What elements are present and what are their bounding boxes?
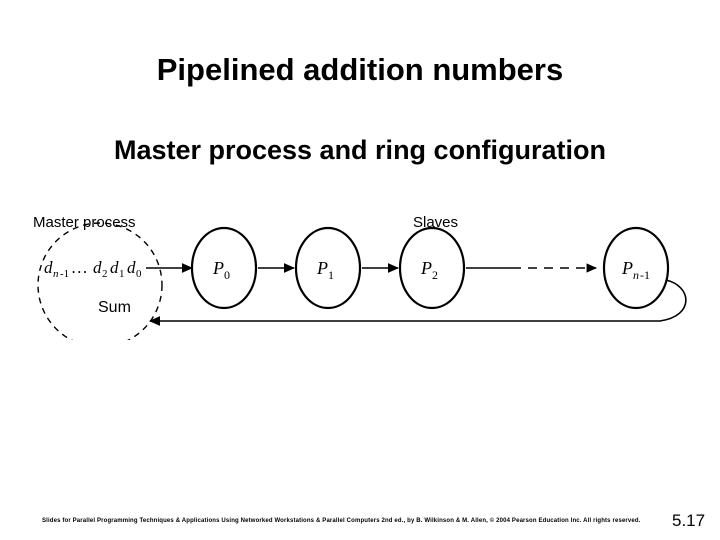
svg-text:P: P bbox=[316, 258, 328, 278]
svg-text:0: 0 bbox=[136, 268, 142, 280]
svg-text:0: 0 bbox=[224, 268, 230, 282]
return-path-pn1-to-master bbox=[148, 279, 687, 326]
svg-text:d: d bbox=[127, 258, 136, 277]
svg-text:2: 2 bbox=[432, 268, 438, 282]
process-node-pn-1: P n -1 bbox=[602, 226, 670, 310]
footer-credit-text: Slides for Parallel Programming Techniqu… bbox=[42, 518, 641, 524]
master-process-label: Master process bbox=[33, 214, 136, 231]
page-title: Pipelined addition numbers bbox=[156, 52, 564, 87]
ring-configuration-diagram: Master process Slaves d n -1 … d 2 d 1 d… bbox=[0, 190, 720, 340]
sum-label: Sum bbox=[98, 299, 131, 316]
svg-text:n: n bbox=[633, 268, 639, 282]
svg-text:1: 1 bbox=[328, 268, 334, 282]
svg-text:-1: -1 bbox=[640, 268, 650, 282]
svg-text:2: 2 bbox=[102, 268, 108, 280]
slaves-label: Slaves bbox=[413, 214, 458, 231]
process-node-p1: P 1 bbox=[294, 226, 362, 310]
slide-number: 5.17 bbox=[672, 511, 706, 530]
process-node-p2: P 2 bbox=[398, 226, 466, 310]
process-node-p0: P 0 bbox=[190, 226, 258, 310]
svg-text:…: … bbox=[72, 258, 87, 277]
svg-text:P: P bbox=[420, 258, 432, 278]
data-stream-expression: d n -1 … d 2 d 1 d 0 bbox=[44, 258, 142, 280]
svg-text:n: n bbox=[53, 268, 59, 280]
slide-subtitle: Master process and ring configuration bbox=[113, 135, 607, 165]
svg-text:1: 1 bbox=[119, 268, 125, 280]
svg-text:-1: -1 bbox=[60, 268, 69, 280]
svg-text:P: P bbox=[212, 258, 224, 278]
svg-text:P: P bbox=[621, 258, 633, 278]
svg-text:d: d bbox=[110, 258, 119, 277]
svg-text:d: d bbox=[93, 258, 102, 277]
master-process-boundary-ellipse bbox=[37, 222, 163, 340]
svg-text:d: d bbox=[44, 258, 53, 277]
